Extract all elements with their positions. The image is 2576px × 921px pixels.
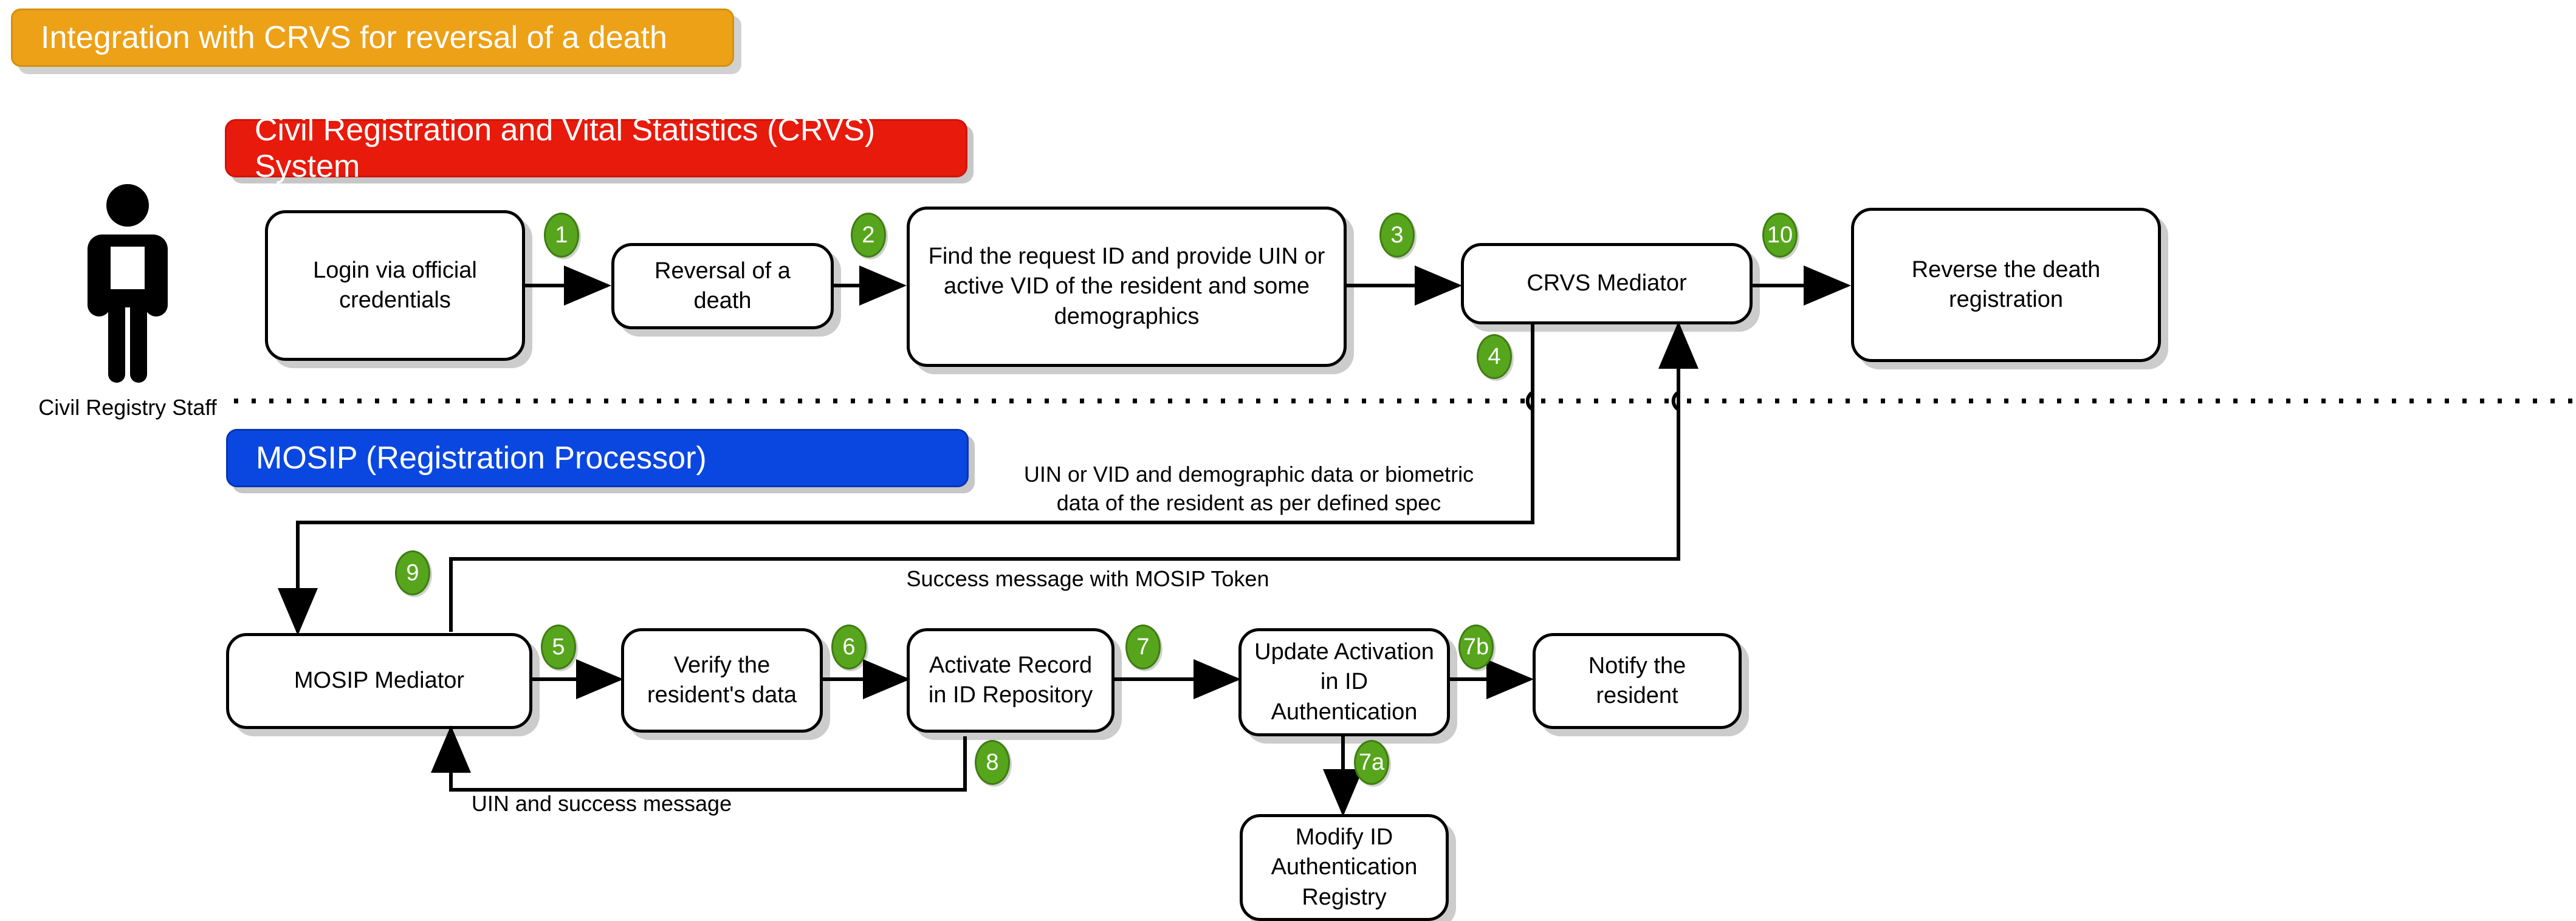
step-badge-7a: 7a [1354,740,1389,785]
lane-header-mosip: MOSIP (Registration Processor) [226,429,969,487]
person-icon [88,184,168,383]
edge-crvsmediator-to-mosipmediator [278,322,1534,635]
step-badge-5: 5 [541,625,576,669]
step-badge-8: 8 [975,740,1010,785]
edge-label-token: Success message with MOSIP Token [906,566,1269,591]
node-mosipmediator[interactable]: MOSIP Mediator [226,633,532,729]
edge-mosipmediator-to-crvsmediator [449,321,1698,632]
node-verifydata[interactable]: Verify the resident's data [621,628,823,733]
node-updateauth[interactable]: Update Activation in ID Authentication [1238,628,1450,736]
node-activaterecord[interactable]: Activate Record in ID Repository [907,628,1115,733]
step-badge-3: 3 [1379,213,1415,258]
edge-label-uin-success: UIN and success message [471,791,732,816]
edge-activaterecord-to-mosipmediator [431,725,967,792]
node-findrequest[interactable]: Find the request ID and provide UIN or a… [907,207,1347,367]
step-badge-1: 1 [544,213,579,258]
edge-label-spec: UIN or VID and demographic data or biome… [1023,462,1474,515]
actor-label: Civil Registry Staff [38,395,217,420]
lane-divider [234,391,2576,411]
diagram-title-banner: Integration with CRVS for reversal of a … [11,9,734,67]
node-login[interactable]: Login via official credentials [265,210,525,361]
node-notify[interactable]: Notify the resident [1533,633,1742,729]
step-badge-9: 9 [395,550,430,595]
step-badge-10: 10 [1762,213,1798,258]
node-crvsmediator[interactable]: CRVS Mediator [1461,243,1753,324]
step-badge-6: 6 [831,625,867,669]
node-reversedeath[interactable]: Reverse the death registration [1851,208,2161,362]
step-badge-7b: 7b [1458,625,1494,669]
step-badge-4: 4 [1477,334,1512,379]
step-badge-2: 2 [851,213,886,258]
step-badge-7: 7 [1125,625,1161,669]
